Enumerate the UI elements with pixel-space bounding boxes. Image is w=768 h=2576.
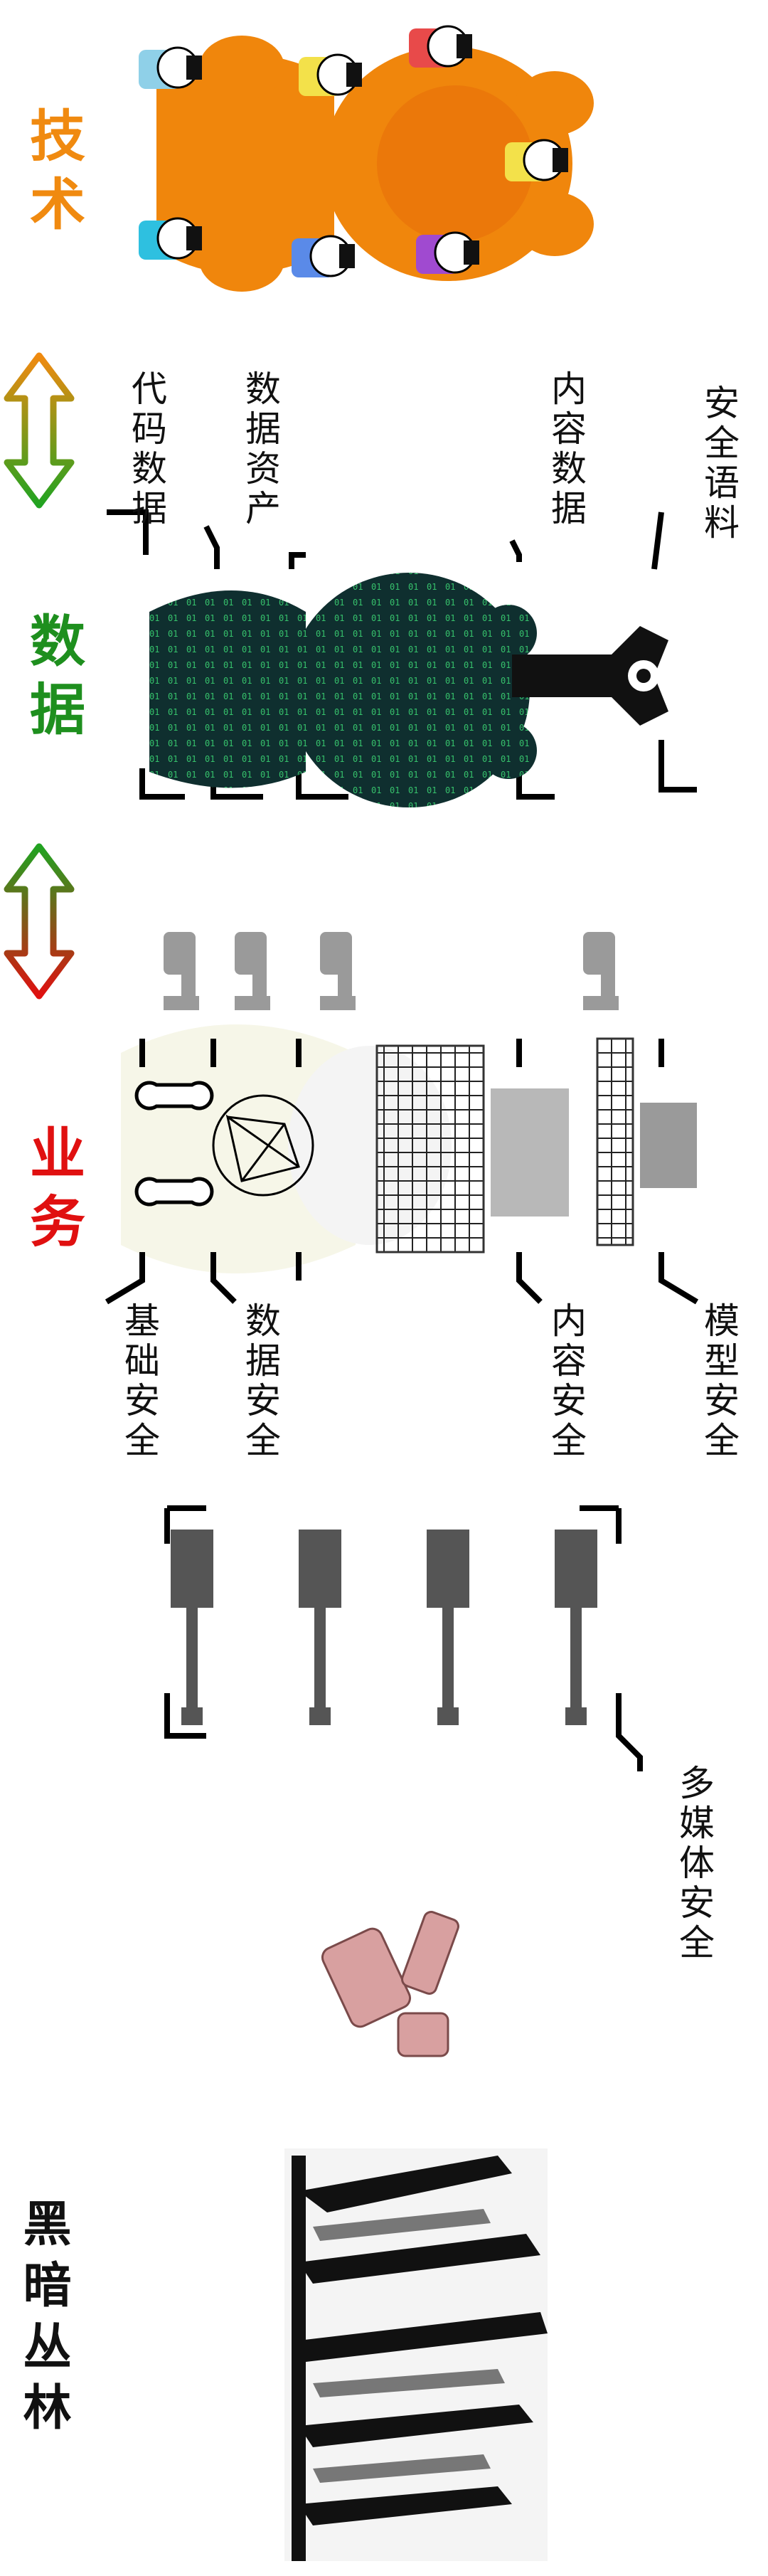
business-brackets [105,1039,699,1305]
label-base-security: 基础安全 [119,1302,160,1461]
label-content-data: 内容数据 [545,370,587,529]
forest-icon [284,2148,548,2561]
label-multimedia-security: 多媒体安全 [673,1764,715,1963]
double-arrow-icon [4,843,75,1000]
bone-icon [134,1081,214,1207]
worker-dolls [139,25,568,277]
network-graph-icon [212,1094,314,1197]
tech-title: 技术 [21,107,85,243]
label-security-corpus: 安全语料 [698,384,740,544]
data-brackets [107,509,697,800]
label-data-assets: 数据资产 [240,370,281,529]
data-title: 数据 [21,612,85,748]
business-figure [121,1024,697,1273]
minigun-icon [171,1530,597,1725]
label-content-security: 内容安全 [545,1302,587,1461]
tech-character [156,36,594,292]
robot-icon [321,1911,459,2057]
label-data-security: 数据安全 [240,1302,281,1461]
double-arrow-icon [4,352,75,509]
minigun-brackets [164,1505,643,1771]
label-code-data: 代码数据 [126,370,167,529]
business-title: 业务 [21,1124,85,1261]
label-model-security: 模型安全 [698,1302,740,1461]
agent-figure [512,626,668,726]
dark-forest-title: 黑暗丛林 [14,2198,70,2443]
data-matrix-figure [149,573,537,807]
robot-icon [164,932,619,1010]
